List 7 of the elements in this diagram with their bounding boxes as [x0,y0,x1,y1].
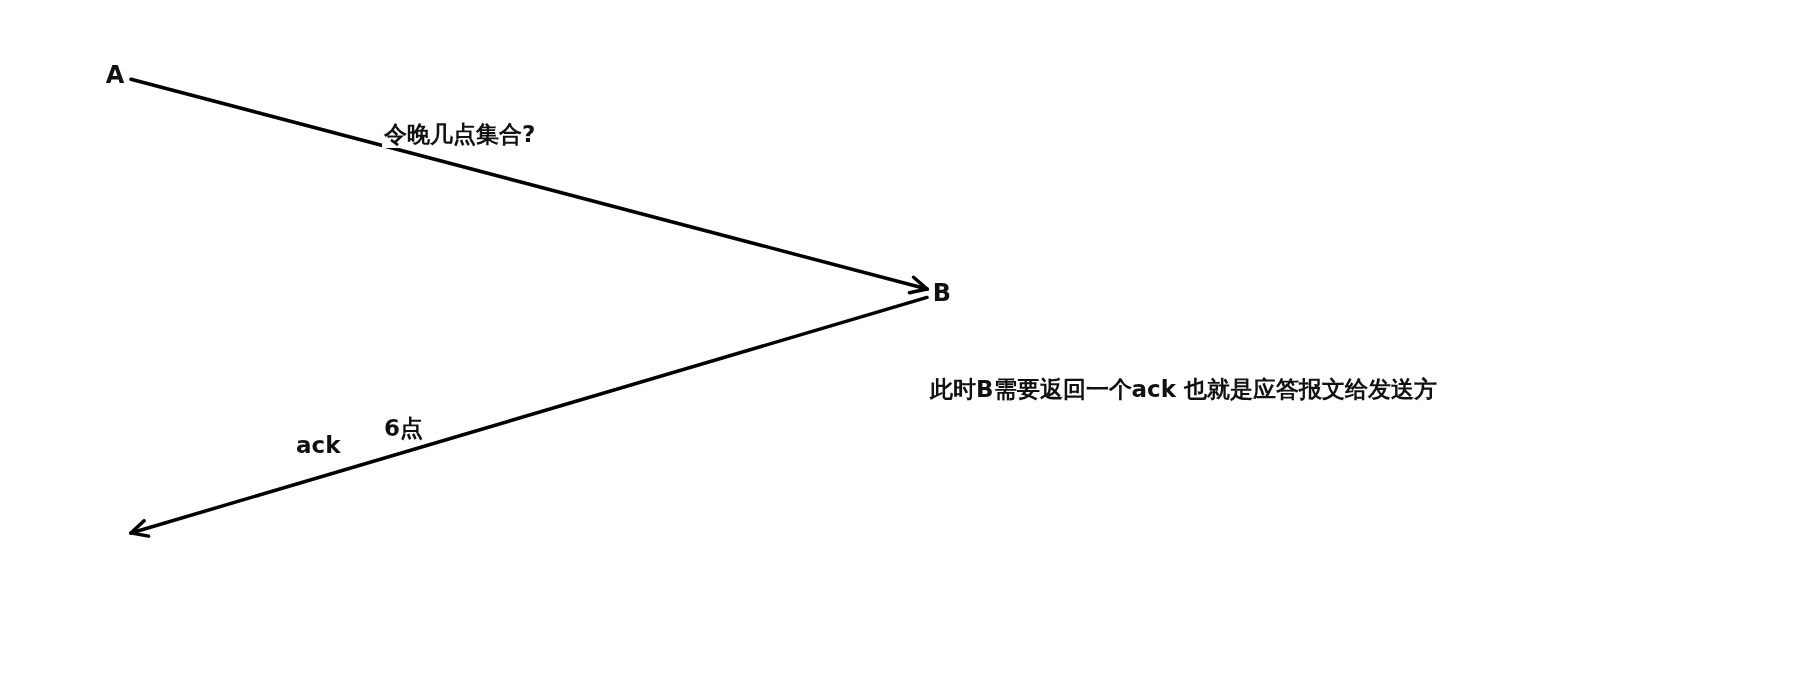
note-text: 此时B需要返回一个ack 也就是应答报文给发送方 [930,375,1437,403]
node-label: B [930,278,954,308]
node-label: A [102,60,128,90]
edge-label: 6点 [382,414,425,442]
arrow [129,77,929,295]
arrow [129,295,929,538]
message-label: ack [296,431,341,459]
